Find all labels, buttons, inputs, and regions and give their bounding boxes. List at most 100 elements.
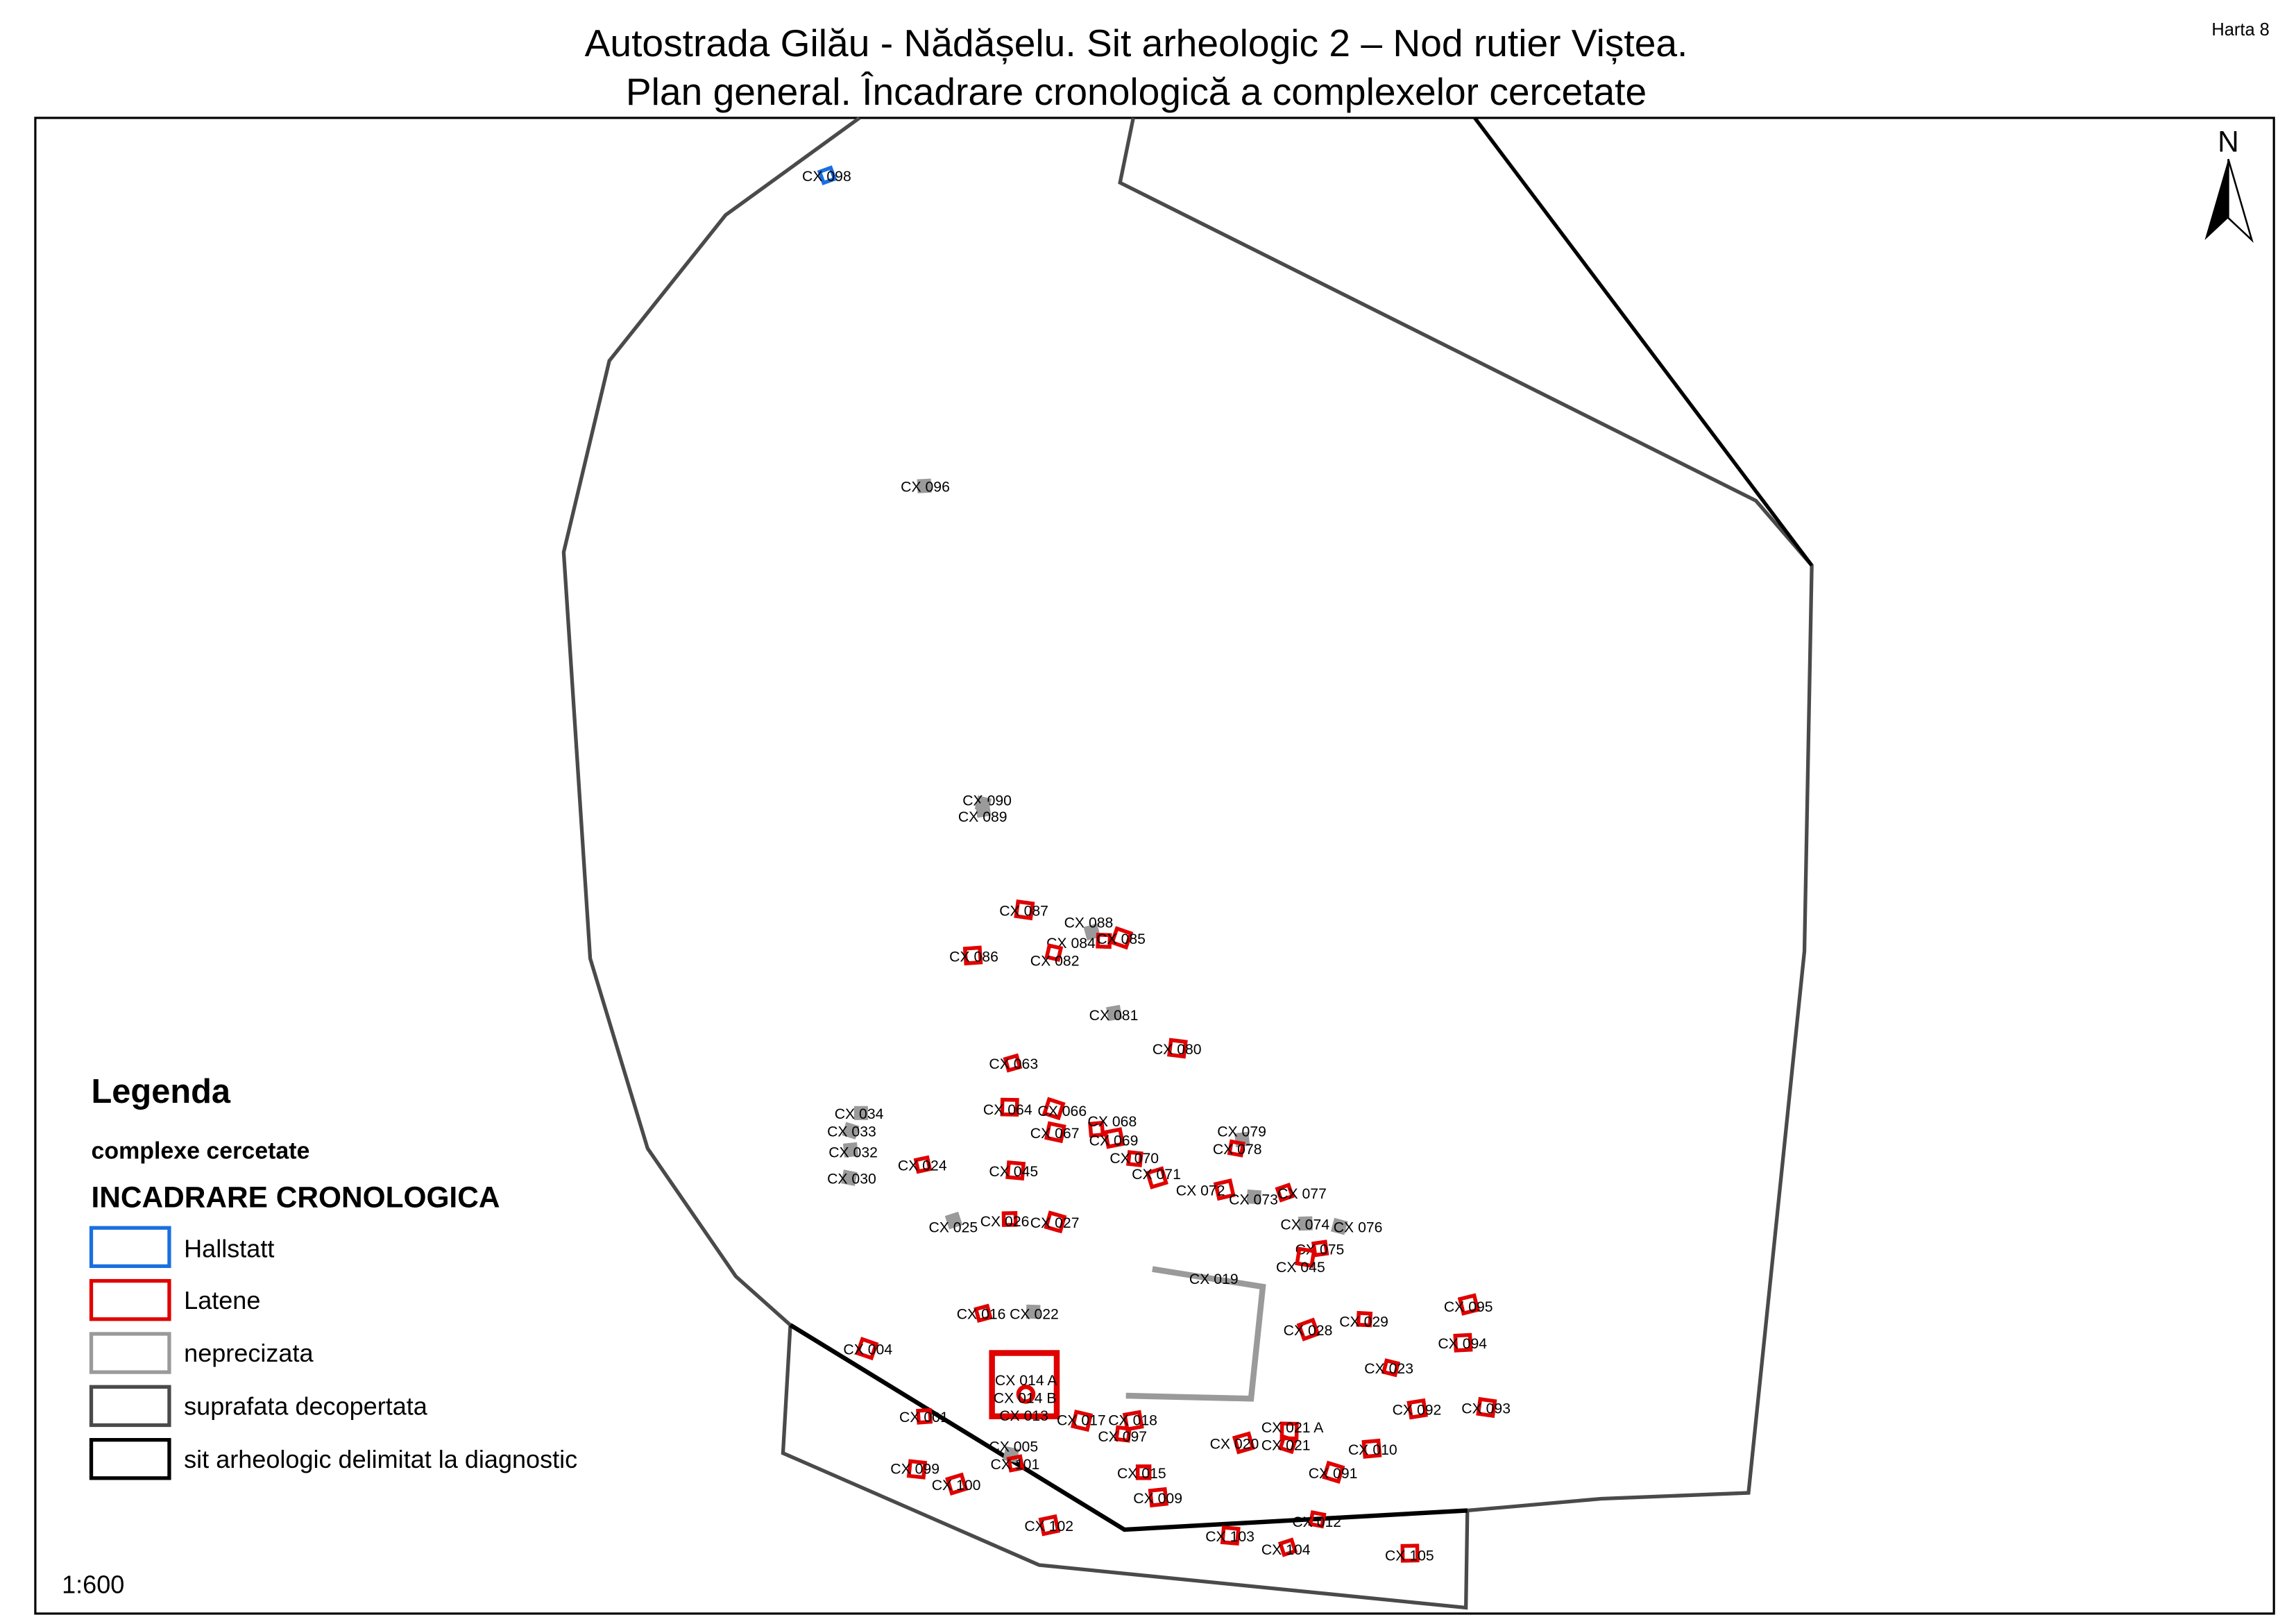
feature-cx012-marker[interactable] xyxy=(1308,1510,1327,1529)
title-line-1: Autostrada Gilău - Nădășelu. Sit arheolo… xyxy=(585,22,1688,65)
feature-cx078-marker[interactable] xyxy=(1227,1139,1245,1158)
feature-cx024-marker[interactable] xyxy=(913,1155,933,1174)
feature-label-cx086: CX 086 xyxy=(949,949,998,965)
feature-label-cx096: CX 096 xyxy=(901,480,950,496)
feature-cx029-marker[interactable] xyxy=(1356,1310,1373,1328)
feature-cx100-marker[interactable] xyxy=(945,1472,969,1496)
feature-cx073-marker[interactable] xyxy=(1246,1189,1261,1205)
feature-label-cx072: CX 072 xyxy=(1176,1183,1225,1199)
feature-label-cx063: CX 063 xyxy=(989,1056,1038,1072)
feature-label-cx091: CX 091 xyxy=(1309,1466,1358,1482)
feature-cx101-marker[interactable] xyxy=(1006,1454,1025,1473)
feature-cx105-marker[interactable] xyxy=(1400,1543,1420,1563)
legend-label-neprecizata: neprecizata xyxy=(184,1339,314,1367)
feature-cx001-marker[interactable] xyxy=(916,1407,933,1425)
legend-swatch-hallstatt xyxy=(89,1226,171,1269)
feature-label-cx023: CX 023 xyxy=(1364,1361,1413,1377)
feature-label-cx018: CX 018 xyxy=(1108,1412,1157,1428)
feature-cx016-marker[interactable] xyxy=(973,1303,993,1323)
feature-cx069-marker[interactable] xyxy=(1103,1127,1125,1149)
north-label: N xyxy=(2218,126,2239,158)
feature-cx074-marker[interactable] xyxy=(1298,1216,1313,1231)
feature-label-cx034: CX 034 xyxy=(835,1106,884,1122)
legend-swatch-neprecizata xyxy=(89,1332,171,1374)
feature-cx009-marker[interactable] xyxy=(1148,1487,1169,1508)
feature-cx045-marker[interactable] xyxy=(1005,1160,1026,1181)
feature-cx030-marker[interactable] xyxy=(841,1169,858,1186)
feature-label-cx087: CX 087 xyxy=(999,904,1048,920)
feature-label-cx076: CX 076 xyxy=(1334,1220,1383,1236)
feature-label-cx066: CX 066 xyxy=(1037,1103,1087,1119)
feature-cx089-marker[interactable] xyxy=(975,802,992,818)
excavated-surface-boundary-east xyxy=(781,117,1814,1610)
feature-cx081-marker[interactable] xyxy=(1106,1004,1123,1022)
feature-cx017-marker[interactable] xyxy=(1071,1410,1094,1432)
feature-cx068-marker[interactable] xyxy=(1088,1120,1105,1138)
feature-cx071-marker[interactable] xyxy=(1145,1166,1168,1190)
feature-cx067-marker[interactable] xyxy=(1044,1121,1066,1144)
feature-cx080-marker[interactable] xyxy=(1167,1038,1188,1059)
feature-cx066-marker[interactable] xyxy=(1041,1097,1066,1121)
feature-cx084-marker[interactable] xyxy=(1096,932,1112,949)
feature-label-cx103: CX 103 xyxy=(1205,1529,1255,1545)
feature-cx088-marker[interactable] xyxy=(1083,923,1101,941)
feature-cx077-marker[interactable] xyxy=(1275,1183,1295,1203)
feature-cx063-marker[interactable] xyxy=(1003,1053,1023,1073)
feature-cx092-marker[interactable] xyxy=(1406,1398,1428,1420)
feature-cx086-marker[interactable] xyxy=(962,945,983,966)
feature-label-cx075: CX 075 xyxy=(1295,1242,1345,1258)
feature-label-cx081: CX 081 xyxy=(1089,1008,1139,1024)
feature-label-cx013: CX 013 xyxy=(999,1408,1048,1424)
feature-cx027-marker[interactable] xyxy=(1044,1210,1067,1234)
feature-cx014-pit[interactable] xyxy=(989,1350,1060,1419)
feature-cx025-marker[interactable] xyxy=(944,1211,963,1230)
feature-cx033-marker[interactable] xyxy=(842,1122,860,1140)
feature-cx075-marker[interactable] xyxy=(1311,1240,1329,1258)
feature-cx022-marker[interactable] xyxy=(1026,1304,1041,1319)
feature-cx097-marker[interactable] xyxy=(1114,1425,1132,1443)
feature-cx082-marker[interactable] xyxy=(1044,943,1064,963)
feature-label-cx085: CX 085 xyxy=(1096,931,1146,947)
feature-cx076-marker[interactable] xyxy=(1330,1217,1348,1235)
feature-cx095-marker[interactable] xyxy=(1457,1293,1481,1316)
feature-cx072-marker[interactable] xyxy=(1213,1178,1236,1201)
feature-cx014-inner xyxy=(1016,1385,1036,1404)
map-number: Harta 8 xyxy=(2211,20,2269,40)
feature-cx015-marker[interactable] xyxy=(1135,1464,1152,1480)
feature-cx070-marker[interactable] xyxy=(1126,1150,1143,1167)
feature-cx064-marker[interactable] xyxy=(1000,1097,1019,1117)
feature-cx023-marker[interactable] xyxy=(1381,1358,1401,1378)
legend-subtitle: complexe cercetate xyxy=(92,1138,310,1165)
feature-cx091-marker[interactable] xyxy=(1322,1460,1345,1485)
feature-cx021-marker[interactable] xyxy=(1277,1434,1298,1455)
feature-cx026-marker[interactable] xyxy=(1001,1211,1018,1227)
feature-cx098-marker[interactable] xyxy=(817,165,837,186)
feature-label-cx095: CX 095 xyxy=(1444,1299,1493,1315)
feature-cx099-marker[interactable] xyxy=(906,1459,928,1480)
feature-label-cx032: CX 032 xyxy=(828,1144,878,1160)
feature-cx096-marker[interactable] xyxy=(917,478,932,493)
feature-label-cx090: CX 090 xyxy=(962,793,1012,809)
feature-cx085-marker[interactable] xyxy=(1109,926,1134,950)
feature-cx094-marker[interactable] xyxy=(1453,1333,1473,1353)
feature-cx028-marker[interactable] xyxy=(1296,1317,1320,1342)
feature-cx034-marker[interactable] xyxy=(853,1106,868,1120)
feature-cx103-marker[interactable] xyxy=(1220,1525,1241,1546)
feature-cx020-marker[interactable] xyxy=(1232,1431,1255,1455)
site-boundary-south xyxy=(789,1323,1468,1532)
feature-cx045-marker[interactable] xyxy=(1295,1246,1316,1268)
feature-cx104-marker[interactable] xyxy=(1277,1537,1298,1557)
feature-cx018-marker[interactable] xyxy=(1122,1410,1144,1432)
feature-cx010-marker[interactable] xyxy=(1361,1438,1382,1459)
title-line-2: Plan general. Încadrare cronologică a co… xyxy=(626,70,1647,113)
feature-cx004-marker[interactable] xyxy=(855,1337,879,1361)
legend-label-site: sit arheologic delimitat la diagnostic xyxy=(184,1445,577,1473)
feature-cx102-marker[interactable] xyxy=(1038,1514,1061,1537)
feature-label-cx102: CX 102 xyxy=(1024,1519,1073,1534)
feature-cx019-trench[interactable] xyxy=(1125,1266,1266,1402)
feature-label-cx069: CX 069 xyxy=(1089,1133,1139,1149)
feature-cx032-marker[interactable] xyxy=(842,1142,859,1158)
feature-cx087-marker[interactable] xyxy=(1014,899,1035,921)
feature-cx093-marker[interactable] xyxy=(1476,1396,1497,1419)
